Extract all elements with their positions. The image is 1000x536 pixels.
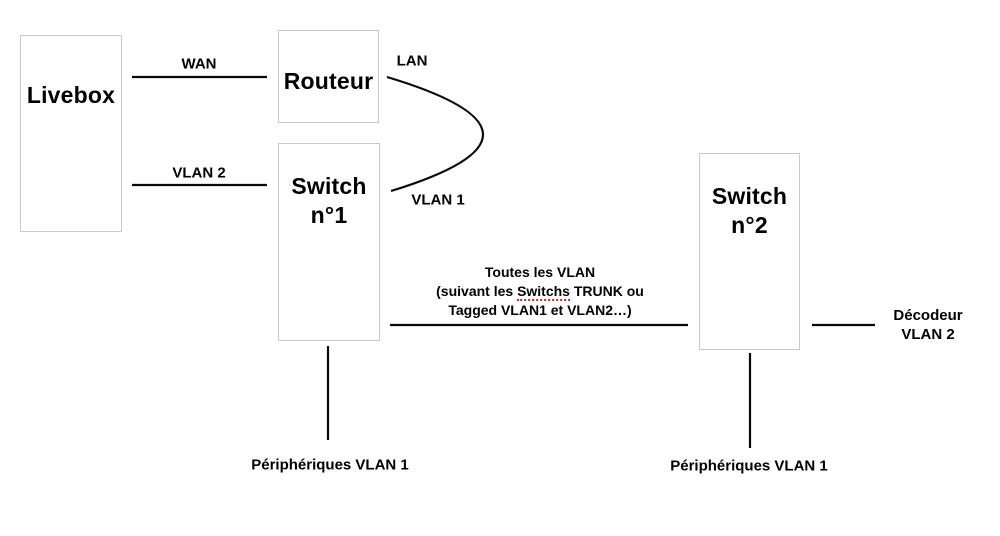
node-livebox-label: Livebox — [26, 82, 116, 108]
decodeur-label-line1: Décodeur — [893, 307, 963, 324]
vlan1-port-label: VLAN 1 — [411, 191, 465, 209]
trunk-annotation-line1: Toutes les VLAN — [484, 264, 596, 280]
node-switch2-label-line2: n°2 — [731, 212, 768, 238]
lan-port-label: LAN — [396, 52, 428, 70]
peripherals-vlan1-label-right: Périphériques VLAN 1 — [670, 457, 828, 475]
decodeur-label-line2: VLAN 2 — [901, 326, 955, 343]
trunk-annotation-line3: Tagged VLAN1 et VLAN2…) — [448, 302, 632, 318]
node-routeur: Routeur — [278, 30, 379, 123]
node-switch1-label-line2: n°1 — [310, 202, 348, 228]
node-livebox: Livebox — [20, 35, 122, 232]
node-switch2-label-line1: Switch — [711, 183, 788, 209]
trunk-annotation-line2-post: TRUNK ou — [569, 283, 644, 299]
node-switch1-label-line1: Switch — [291, 173, 367, 199]
decodeur-label: Décodeur VLAN 2 — [893, 306, 962, 344]
peripherals-vlan1-label-left: Périphériques VLAN 1 — [251, 456, 409, 474]
node-switch2: Switch n°2 — [699, 153, 800, 350]
trunk-annotation-line2-pre: (suivant les — [436, 283, 518, 299]
node-switch1: Switch n°1 — [278, 143, 380, 341]
trunk-annotation: Toutes les VLAN (suivant les Switchs TRU… — [436, 263, 644, 320]
lan-to-vlan1-curve — [386, 75, 485, 193]
vlan2-port-label: VLAN 2 — [172, 164, 226, 182]
trunk-annotation-misspelled-word: Switchs — [517, 283, 570, 301]
wan-port-label: WAN — [181, 55, 217, 73]
node-routeur-label: Routeur — [283, 68, 374, 94]
